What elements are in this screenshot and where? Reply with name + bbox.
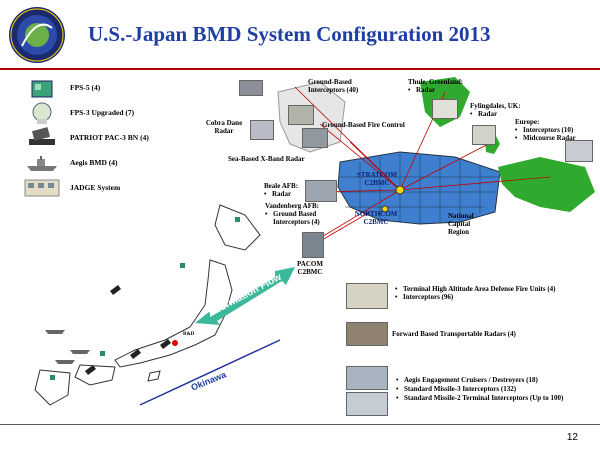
thule-title: Thule, Greenland:: [408, 78, 464, 86]
tpy2-radar-image: [346, 322, 388, 346]
thule-item: Radar: [408, 86, 463, 94]
tpy2-label: Forward Based Transportable Radars (4): [392, 330, 516, 338]
national-capital-label: National Capital Region: [448, 212, 474, 236]
thaad-list: Terminal High Altitude Area Defense Fire…: [395, 285, 556, 301]
thaad-item: Interceptors (96): [395, 293, 556, 301]
fylingdales-radar-thumbnail: [472, 125, 496, 145]
cobra-dane-label: Cobra Dane Radar: [205, 119, 243, 135]
legend-label: FPS-3 Upgraded (7): [70, 108, 135, 117]
aegis-ship-icon: [20, 152, 64, 176]
rd-label: R&D: [183, 332, 195, 337]
fps3-radar-icon: [20, 101, 64, 125]
europe-title: Europe:: [515, 118, 540, 126]
jadge-system-icon: [20, 176, 64, 200]
aegis-ship-image: [346, 366, 388, 390]
pacom-label: PACOM C2BMC: [297, 260, 323, 276]
legend-fps5: [20, 76, 64, 100]
patriot-launcher-icon: [20, 125, 64, 149]
sbx-thumbnail: [302, 128, 328, 148]
thule-radar-thumbnail: [432, 99, 458, 119]
northcom-label: NORTHCOM C2BMC: [354, 210, 398, 226]
page-title: U.S.-Japan BMD System Configuration 2013: [88, 22, 491, 46]
vandenberg-label: Vandenberg AFB: Ground Based Interceptor…: [265, 202, 335, 226]
aegis-item: Standard Missile-2 Terminal Interceptors…: [396, 394, 563, 403]
gbi-alaska-label: Ground-Based Interceptors (40): [308, 78, 359, 94]
sm3-launch-image: [346, 392, 388, 416]
fylingdales-title: Fylingdales, UK:: [470, 102, 521, 110]
thule-label: Thule, Greenland: Radar: [408, 78, 463, 94]
title-divider: [0, 68, 600, 70]
fire-control-label: Ground-Based Fire Control: [322, 121, 405, 129]
fps5-radar-icon: [20, 76, 64, 100]
stratcom-label: STRATCOM C2BMC: [357, 171, 397, 187]
beale-radar-thumbnail: [305, 180, 337, 202]
sbx-label: Sea-Based X-Band Radar: [228, 155, 305, 163]
aegis-item: Aegis Engagement Cruisers / Destroyers (…: [396, 376, 563, 385]
beale-title: Beale AFB:: [264, 182, 299, 190]
legend-label: PATRIOT PAC-3 BN (4): [70, 133, 149, 142]
japan-map: [34, 204, 281, 406]
vandenberg-title: Vandenberg AFB:: [265, 202, 320, 210]
legend-fps3: [20, 101, 64, 125]
legend-label: JADGE System: [70, 183, 121, 192]
fylingdales-item: Radar: [470, 110, 521, 118]
thaad-item: Terminal High Altitude Area Defense Fire…: [395, 285, 555, 293]
page-number: 12: [566, 432, 578, 443]
legend-label: FPS-5 (4): [70, 83, 101, 92]
europe-item: Interceptors (10): [515, 126, 576, 134]
legend-aegis: [20, 152, 64, 176]
legend-jadge: [20, 176, 64, 200]
fire-control-thumbnail: [288, 105, 314, 125]
aegis-item: Standard Missile-3 Interceptors (132): [396, 385, 563, 394]
mda-seal-logo: [9, 7, 65, 63]
thaad-launcher-image: [346, 283, 388, 309]
europe-label: Europe: Interceptors (10) Midcourse Rada…: [515, 118, 576, 142]
beale-label: Beale AFB: Radar: [264, 182, 298, 198]
aegis-list: Aegis Engagement Cruisers / Destroyers (…: [396, 376, 563, 403]
vandenberg-item: Ground Based Interceptors (4): [265, 210, 335, 226]
cobra-dane-thumbnail: [250, 120, 274, 140]
vandenberg-thumbnail: [302, 232, 324, 258]
fylingdales-label: Fylingdales, UK: Radar: [470, 102, 521, 118]
footer-divider: [0, 424, 600, 425]
beale-item: Radar: [264, 190, 298, 198]
satellite-thumbnail: [239, 80, 263, 96]
europe-radar-thumbnail: [565, 140, 593, 162]
legend-patriot: [20, 125, 64, 149]
europe-item: Midcourse Radar: [515, 134, 576, 142]
legend-label: Aegis BMD (4): [70, 158, 118, 167]
information-flow-arrow[interactable]: [190, 255, 300, 335]
